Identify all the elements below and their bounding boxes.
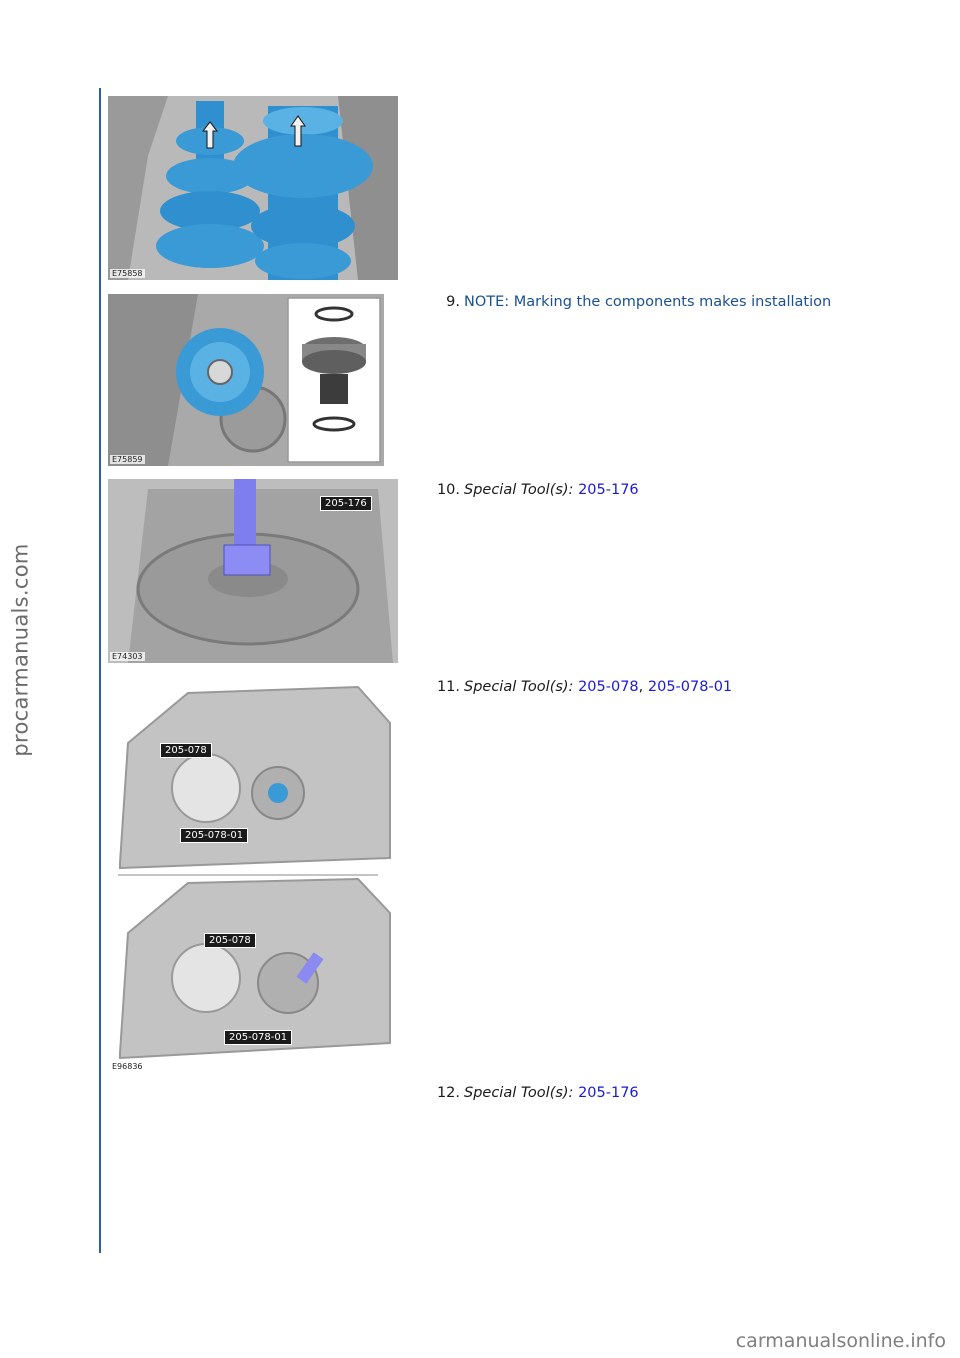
figure-code: E74303: [110, 652, 145, 661]
special-tools-label: Special Tool(s):: [464, 482, 574, 498]
tool-callout: 205-078-01: [180, 828, 249, 843]
tool-link-205-078-01[interactable]: 205-078-01: [647, 679, 733, 695]
tool-link-205-078[interactable]: 205-078: [578, 679, 639, 695]
tool-callout: 205-176: [320, 496, 372, 511]
footer-watermark: carmanualsonline.info: [735, 1330, 946, 1352]
gear-cluster-icon: [108, 96, 398, 280]
step-10: 10.Special Tool(s): 205-176: [400, 482, 880, 498]
step-number: 11.: [436, 679, 460, 695]
tool-in-case-icon: [108, 479, 398, 663]
special-tools-label: Special Tool(s):: [464, 1085, 574, 1101]
tool-callout: 205-078-01: [224, 1030, 293, 1045]
step-12: 12.Special Tool(s): 205-176: [400, 1085, 880, 1101]
step-number: 9.: [446, 294, 460, 310]
special-tools-label: Special Tool(s):: [464, 679, 574, 695]
tool-link-205-176[interactable]: 205-176: [578, 1085, 639, 1101]
side-watermark: procarmanuals.com: [9, 543, 33, 757]
figure-gear-cluster: E75858: [108, 96, 398, 280]
step-9: 9.NOTE: Marking the components makes ins…: [400, 294, 880, 310]
tool-link-205-176[interactable]: 205-176: [578, 482, 639, 498]
step-number: 12.: [436, 1085, 460, 1101]
figure-code: E75858: [110, 269, 145, 278]
gear-and-bearing-icon: [108, 294, 384, 466]
tool-separator: ,: [638, 679, 648, 695]
figure-tool-in-case: 205-176 E74303: [108, 479, 398, 663]
case-with-tools-icon: [108, 683, 394, 1073]
step-note: NOTE: Marking the components makes insta…: [464, 294, 832, 310]
figure-code: E75859: [110, 455, 145, 464]
left-margin-rule: [99, 88, 101, 1253]
tool-callout: 205-078: [160, 743, 212, 758]
figure-case-with-tools: 205-078 205-078-01 205-078 205-078-01 E9…: [108, 683, 394, 1073]
step-number: 10.: [436, 482, 460, 498]
step-11: 11.Special Tool(s): 205-078, 205-078-01: [400, 679, 880, 695]
tool-callout: 205-078: [204, 933, 256, 948]
figure-code: E96836: [110, 1062, 145, 1071]
figure-gear-bearing: E75859: [108, 294, 384, 466]
